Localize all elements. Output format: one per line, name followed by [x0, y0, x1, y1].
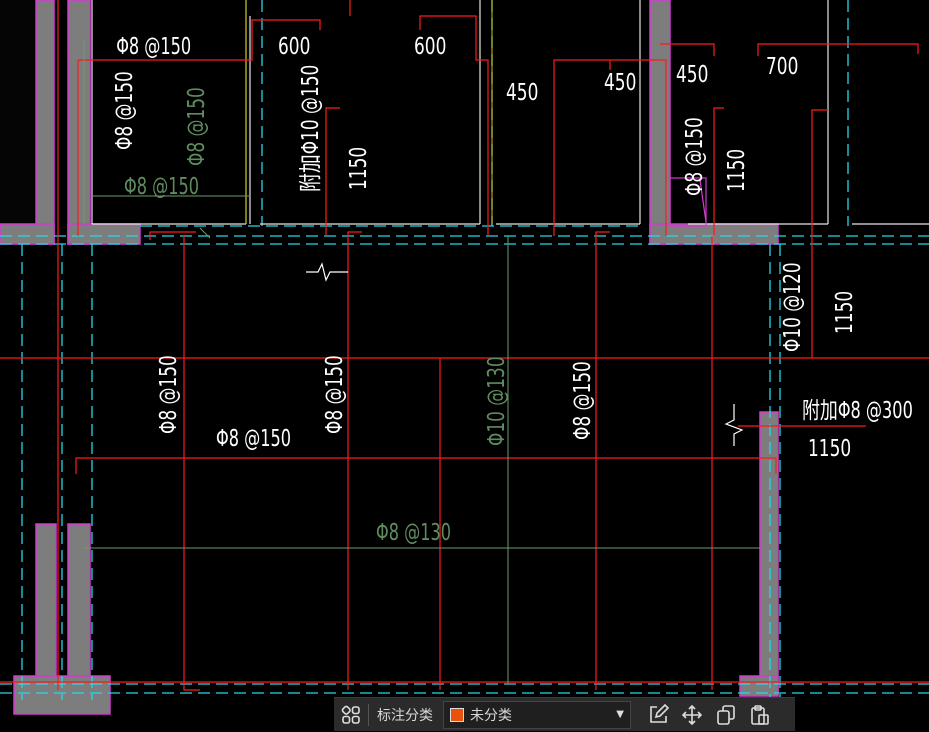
label-d450a: 450 [506, 78, 538, 105]
hatch-area [0, 0, 34, 224]
room-outlines [91, 0, 929, 225]
label-add2: 附加Φ8 @300 [802, 397, 913, 424]
label-d600a: 600 [278, 32, 310, 59]
break-symbols [306, 262, 744, 446]
label-d1150a: 1150 [344, 147, 371, 190]
label-r2: Φ8 @150 [110, 71, 137, 150]
annotation-toolbar: 标注分类 未分类 ▼ [334, 697, 795, 731]
label-g3: Φ10 @130 [482, 356, 509, 446]
label-g2: Φ8 @150 [124, 173, 199, 200]
chevron-down-icon: ▼ [616, 709, 624, 720]
label-d700: 700 [766, 52, 798, 79]
label-r3: Φ8 @150 [680, 117, 707, 196]
label-d1150d: 1150 [808, 434, 851, 461]
move-button[interactable] [675, 698, 709, 732]
annotation-category-label: 标注分类 [377, 707, 433, 724]
category-color-swatch [450, 707, 464, 722]
move-icon [681, 704, 703, 725]
label-r6: Φ8 @150 [320, 355, 347, 434]
category-grid-button[interactable] [334, 698, 368, 732]
additional-green-lines [83, 40, 760, 684]
label-r1: Φ8 @150 [116, 33, 191, 60]
grid-icon [341, 705, 360, 724]
rebar-lines [0, 0, 929, 691]
label-d1150b: 1150 [722, 149, 749, 192]
edit-icon [650, 703, 669, 723]
label-g1: Φ8 @150 [182, 87, 209, 166]
copy-button[interactable] [709, 698, 743, 732]
label-d450c: 450 [676, 60, 708, 87]
annotation-category-select[interactable]: 未分类 ▼ [443, 700, 631, 729]
annotations: Φ8 @150 Φ8 @150 Φ8 @150 Φ8 @150 附加Φ10 @1… [110, 32, 913, 546]
copy-icon [717, 704, 735, 725]
category-select-value: 未分类 [470, 707, 512, 724]
label-r4: Φ8 @150 [154, 355, 181, 434]
edit-button[interactable] [641, 698, 675, 732]
label-r120: Φ10 @120 [778, 262, 805, 352]
label-d450b: 450 [604, 68, 636, 95]
paste-icon [751, 704, 769, 725]
yellow-lines [245, 0, 493, 224]
label-add1: 附加Φ10 @150 [296, 65, 323, 192]
axis-lines [0, 0, 929, 700]
toolbar-separator [368, 703, 369, 726]
label-d1150c: 1150 [830, 291, 857, 334]
paste-button[interactable] [743, 698, 777, 732]
magenta-box [669, 177, 707, 227]
label-g4: Φ8 @130 [376, 519, 451, 546]
label-r5: Φ8 @150 [216, 425, 291, 452]
label-r7: Φ8 @150 [568, 361, 595, 440]
label-d600b: 600 [414, 32, 446, 59]
